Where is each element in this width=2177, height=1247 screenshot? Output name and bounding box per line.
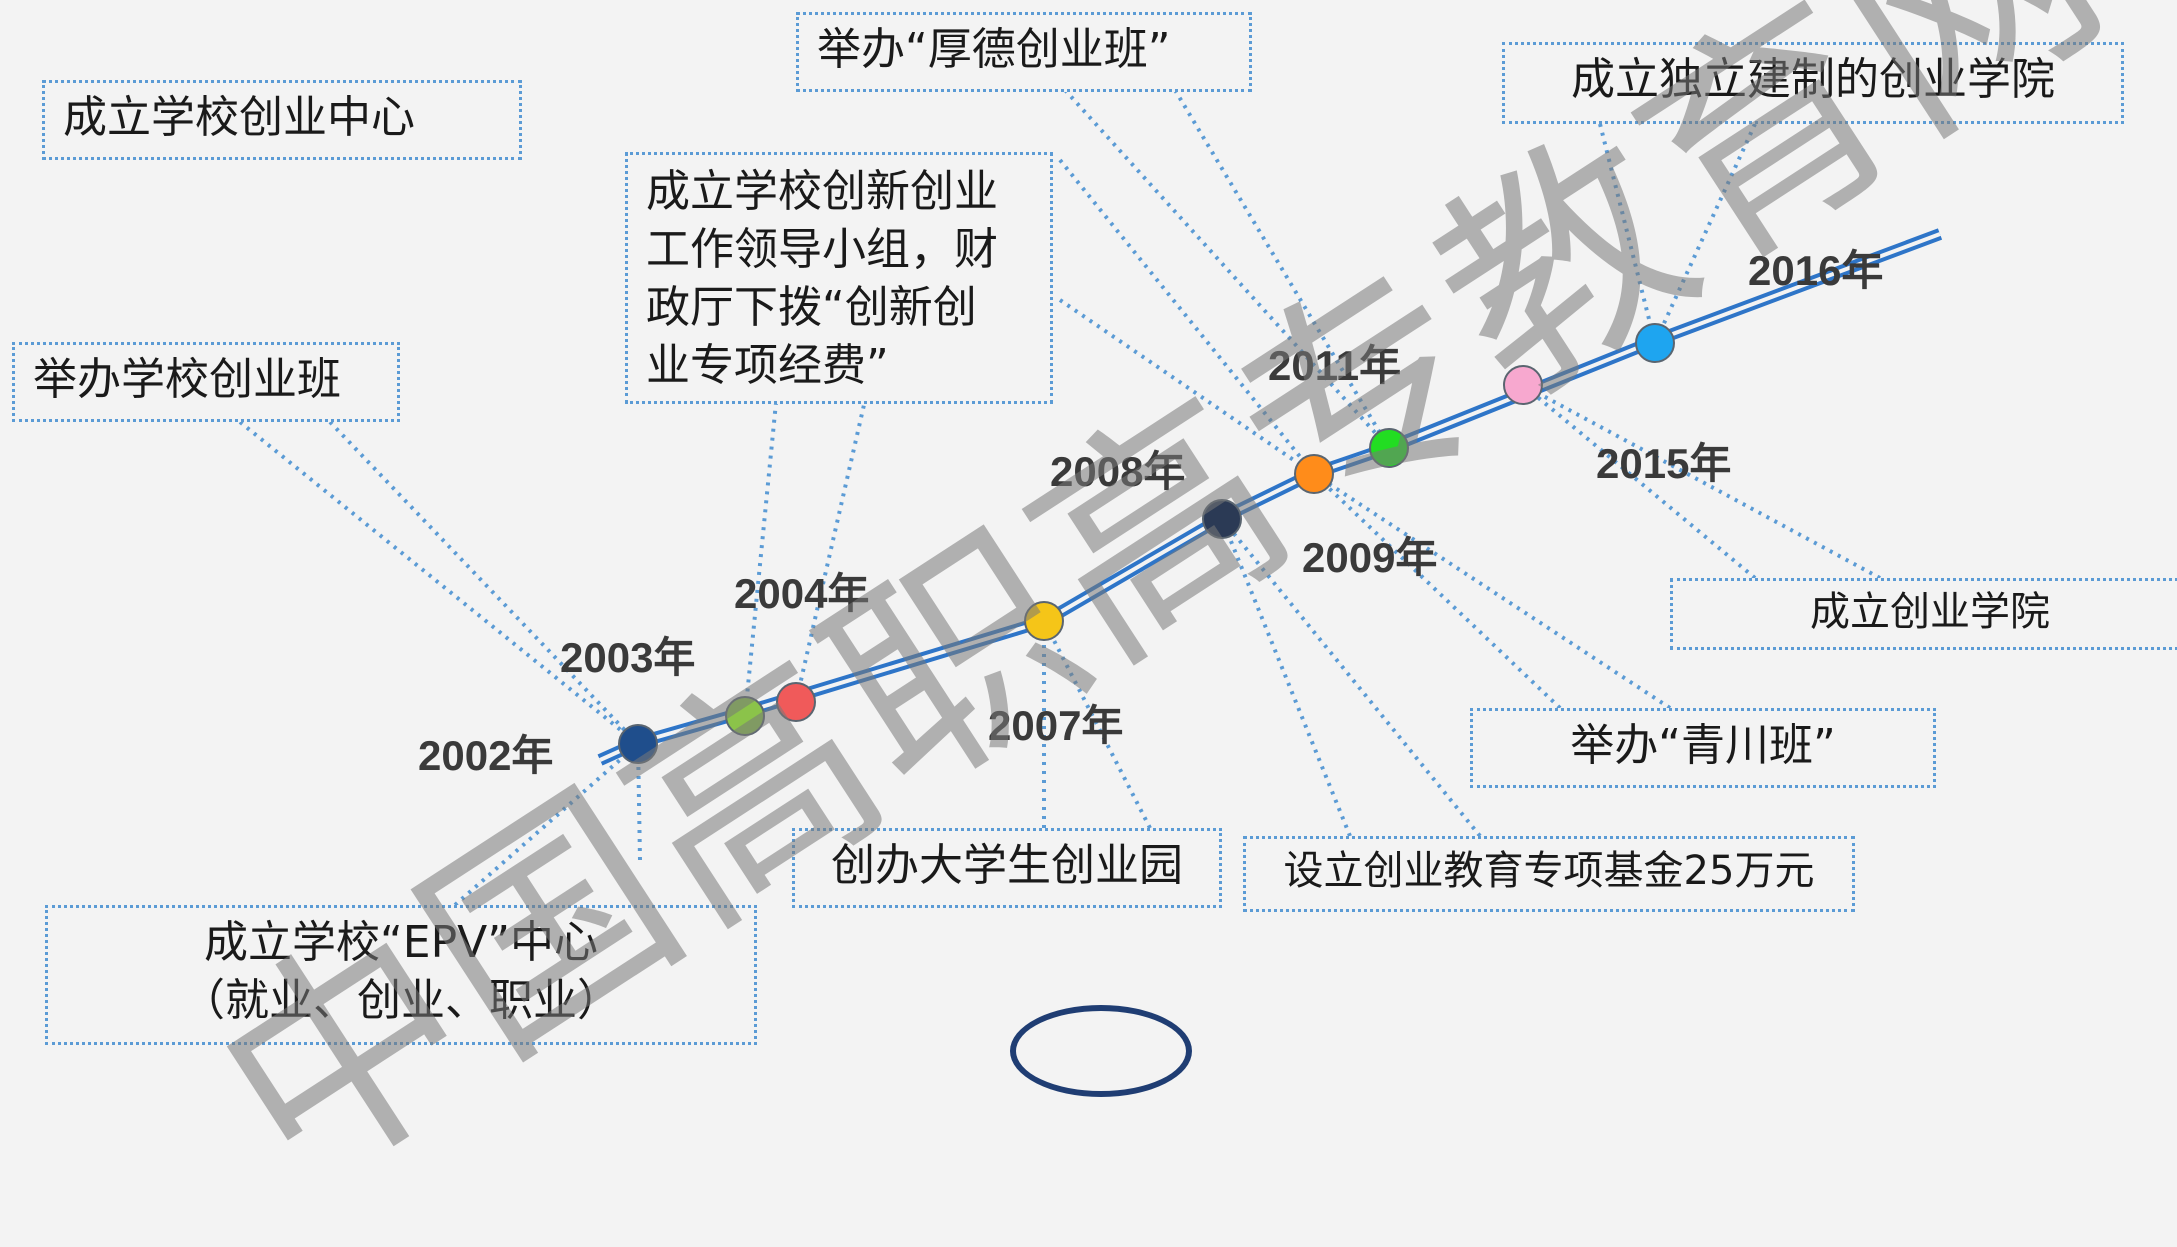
connector-line [636,743,642,861]
milestone-dot-2011 [1369,428,1409,468]
milestone-dot-2016 [1635,323,1675,363]
year-label-2003: 2003年 [560,634,696,681]
connector-line [1058,298,1316,476]
milestone-dot-2003 [725,696,765,736]
milestone-dots [618,323,1675,764]
milestone-dot-2008 [1202,499,1242,539]
connector-line [1598,123,1657,344]
timeline-lines [238,88,1943,907]
event-entrepreneurship-center: 成立学校创业中心 [42,80,522,160]
connector-line [238,420,640,746]
connector-line [743,159,802,717]
event-epv-line2: （就业、创业、职业） [181,975,621,1026]
event-houde-class: 举办“厚德创业班” [796,12,1252,92]
year-label-2009: 2009年 [1302,534,1438,581]
milestone-dot-2004 [776,682,816,722]
connector-line [1063,88,1391,450]
year-label-2015: 2015年 [1596,440,1732,487]
event-qingchuan-class: 举办“青川班” [1470,708,1936,788]
year-label-2004: 2004年 [734,570,870,617]
milestone-dot-2007 [1024,601,1064,641]
event-epv-line1: 成立学校“EPV”中心 [203,917,599,968]
timeline-track-inner [599,232,1941,762]
event-independent-college: 成立独立建制的创业学院 [1502,42,2124,124]
timeline-diagram: 成立学校“EPV”中心 （就业、创业、职业） 举办学校创业班 成立学校创业中心 … [12,0,2177,1236]
connector-line [1653,123,1757,344]
event-college: 成立创业学院 [1670,578,2177,650]
milestone-dot-2015 [1503,365,1543,405]
connector-line [1173,88,1391,450]
connector-line [1220,518,1352,837]
event-entrepreneurship-class: 举办学校创业班 [12,342,400,422]
event-fund: 设立创业教育专项基金25万元 [1243,836,1855,912]
milestone-dot-2002 [618,724,658,764]
milestone-dot-2009 [1294,454,1334,494]
connector-line [1312,472,1672,710]
event-epv-center: 成立学校“EPV”中心 （就业、创业、职业） [45,905,757,1045]
logo [1010,1005,1192,1097]
year-label-2002: 2002年 [418,732,554,779]
year-label-2011: 2011年 [1268,342,1402,389]
year-label-2007: 2007年 [988,702,1124,749]
year-label-2008: 2008年 [1050,448,1186,495]
connector-line [1058,158,1316,476]
connector-line [1042,620,1152,829]
year-label-2016: 2016年 [1748,247,1884,294]
event-leading-group: 成立学校创新创业 工作领导小组，财 政厅下拨“创新创 业专项经费” [625,152,1053,404]
timeline-track [597,228,1943,766]
event-student-park: 创办大学生创业园 [792,828,1222,908]
connector-line [1312,472,1562,710]
connector-line [328,420,640,746]
